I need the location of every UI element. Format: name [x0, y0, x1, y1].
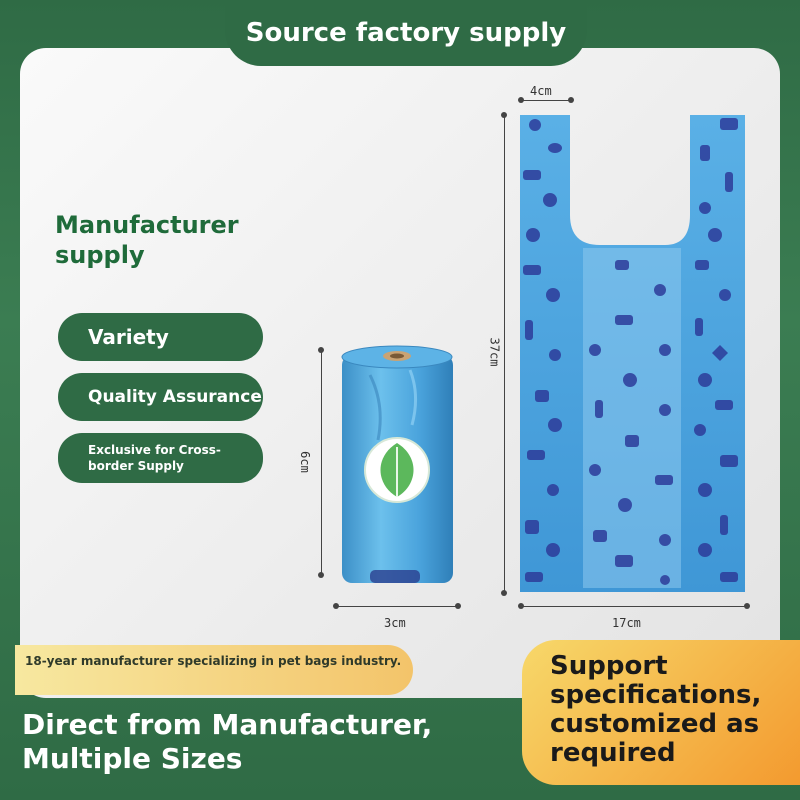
- paw-icon: [529, 119, 541, 131]
- roll-width-label: 3cm: [384, 616, 406, 630]
- leaf-icon: [364, 437, 430, 503]
- feature-cross-border: Exclusive for Cross-border Supply: [58, 433, 263, 483]
- feature-label: Quality Assurance: [88, 387, 262, 407]
- bag-width-label: 17cm: [612, 616, 641, 630]
- feature-label: Variety: [88, 325, 169, 349]
- manufacturer-banner: 18-year manufacturer specializing in pet…: [15, 645, 413, 695]
- rocking-horse-icon: [720, 118, 738, 130]
- feature-label: Exclusive for Cross-border Supply: [88, 443, 221, 473]
- balloon-icon: [543, 193, 557, 207]
- handle-width-label: 4cm: [530, 84, 552, 98]
- bag-image: [520, 115, 745, 592]
- banner-text: 18-year manufacturer specializing in pet…: [25, 654, 402, 668]
- customization-callout: Support specifications, customized as re…: [522, 640, 800, 785]
- feature-quality-assurance: Quality Assurance: [58, 373, 263, 421]
- feature-variety: Variety: [58, 313, 263, 361]
- car-icon: [523, 170, 541, 180]
- bow-icon: [712, 345, 728, 361]
- bag-height-label: 37cm: [487, 337, 502, 367]
- headline: Manufacturer supply: [55, 211, 239, 269]
- bag-roll-image: [341, 345, 453, 583]
- callout-text: Support specifications, customized as re…: [550, 651, 762, 768]
- footer-headline: Direct from Manufacturer, Multiple Sizes: [22, 708, 433, 775]
- roll-height-label: 6cm: [297, 451, 312, 473]
- bottle-icon: [700, 145, 710, 161]
- duck-icon: [548, 143, 562, 153]
- header-tab: Source factory supply: [225, 0, 587, 66]
- page-title: Source factory supply: [245, 18, 567, 48]
